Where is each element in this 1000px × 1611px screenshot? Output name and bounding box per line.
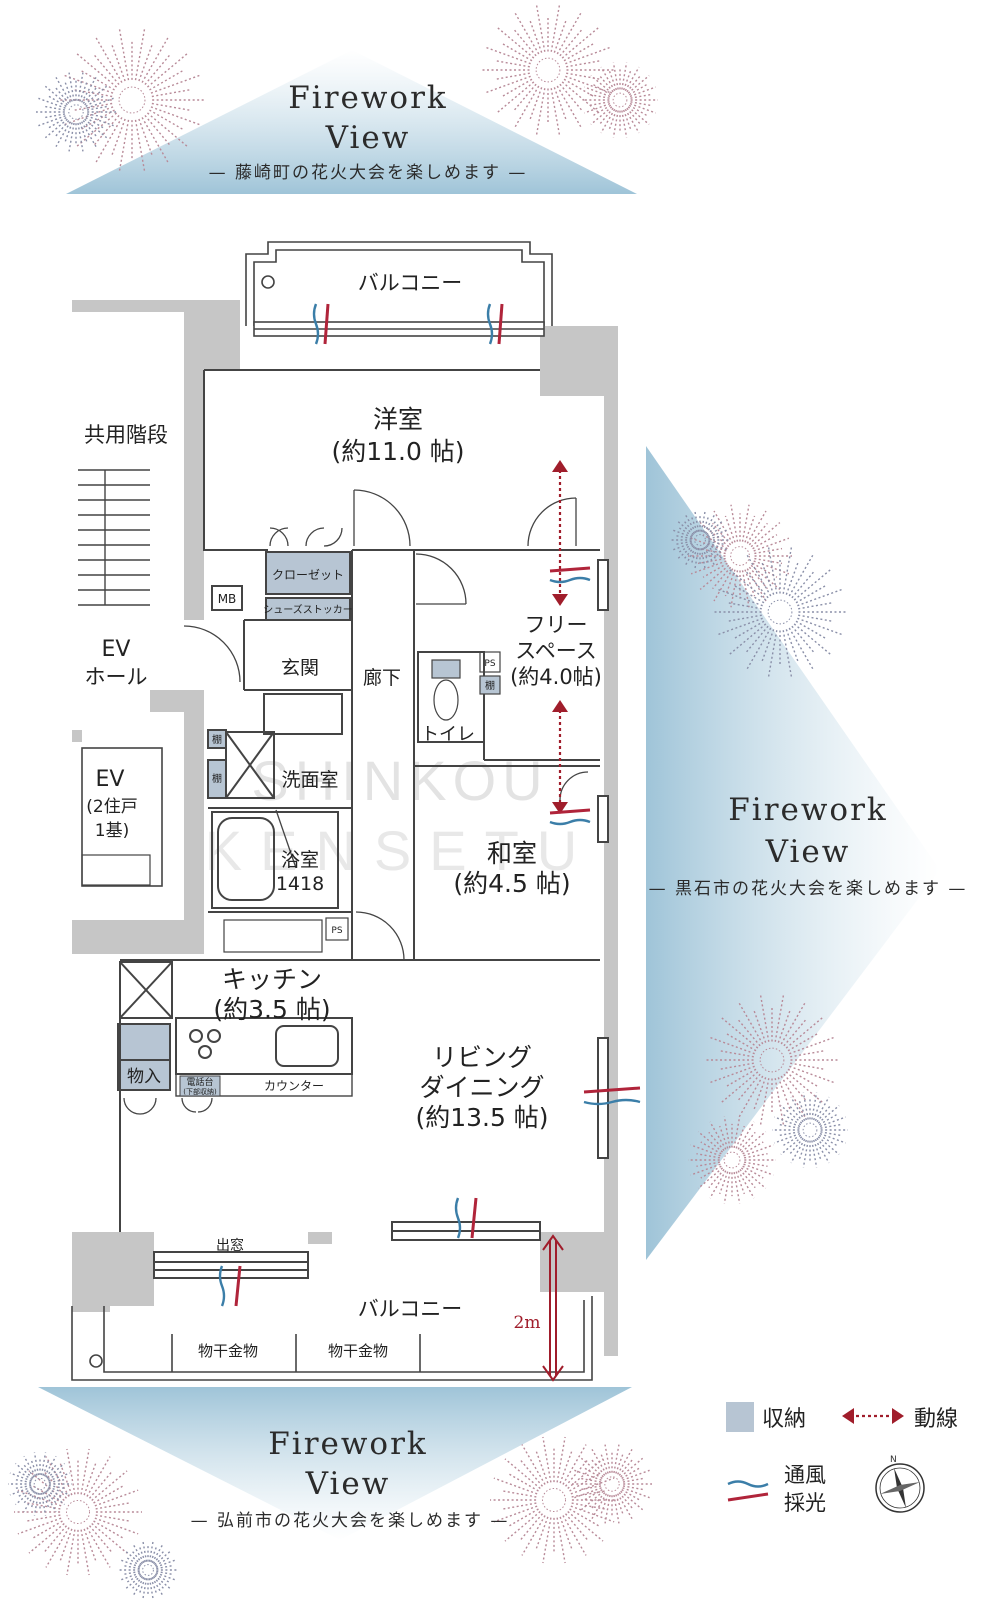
firework-burst-icon bbox=[714, 546, 846, 678]
japanese-room-name: 和室 bbox=[487, 839, 537, 868]
legend-storage-label: 収納 bbox=[762, 1407, 806, 1432]
shoes-stocker-label: シューズストッカー bbox=[263, 603, 353, 616]
svg-text:N: N bbox=[890, 1455, 897, 1465]
view-triangle-top bbox=[66, 50, 637, 194]
bottom-view-title-2: View bbox=[305, 1466, 391, 1502]
daylight-icon bbox=[727, 1492, 769, 1502]
balcony-bottom-label: バルコニー bbox=[358, 1297, 463, 1321]
legend-flow-label: 動線 bbox=[914, 1407, 958, 1432]
firework-burst-icon bbox=[688, 1116, 776, 1204]
firework-burst-icon bbox=[36, 72, 116, 152]
balcony-depth-arrow bbox=[542, 1234, 564, 1382]
kitchen-name: キッチン bbox=[222, 965, 322, 994]
right-view-subtitle: — 黒石市の花火大会を楽しめます — bbox=[649, 879, 968, 899]
balcony-depth-label: 2m bbox=[514, 1313, 541, 1333]
corridor-label: 廊下 bbox=[363, 667, 401, 689]
ev-hall-line2: ホール bbox=[85, 665, 148, 689]
firework-burst-icon bbox=[482, 4, 614, 136]
free-space-line1: フリー bbox=[525, 613, 588, 637]
right-view-title-1: Firework bbox=[728, 792, 887, 828]
balcony-bottom-outline bbox=[71, 1296, 593, 1381]
living-line1: リビング bbox=[432, 1043, 532, 1072]
firework-burst-icon bbox=[582, 62, 658, 138]
ventilation-icon bbox=[727, 1480, 769, 1488]
drying-hardware-1: 物干金物 bbox=[198, 1342, 258, 1360]
ev-line2: (2住戸 bbox=[86, 797, 137, 817]
right-view-title-2: View bbox=[765, 834, 851, 870]
storage-label: 物入 bbox=[127, 1067, 161, 1087]
firework-burst-icon bbox=[118, 1540, 178, 1600]
washroom-shelf-label: 棚 bbox=[212, 733, 222, 746]
ev-line3: 1基) bbox=[95, 821, 129, 841]
washroom-label: 洗面室 bbox=[281, 769, 338, 791]
firework-burst-icon bbox=[772, 1092, 848, 1168]
free-space-line2: スペース bbox=[515, 639, 596, 663]
living-line2: ダイニング bbox=[419, 1073, 544, 1102]
ev-line1: EV bbox=[96, 767, 125, 792]
entrance-label: 玄関 bbox=[281, 657, 319, 679]
bay-window-label: 出窓 bbox=[216, 1237, 244, 1254]
interior-walls bbox=[117, 369, 609, 1279]
legend-storage-swatch bbox=[726, 1402, 754, 1432]
firework-burst-icon bbox=[706, 994, 838, 1126]
compass-icon: N bbox=[875, 1455, 925, 1513]
toilet-label: トイレ bbox=[421, 724, 475, 745]
firework-burst-icon bbox=[572, 1444, 652, 1524]
phone-stand-line1: 電話台 bbox=[186, 1076, 213, 1088]
firework-burst-icon bbox=[670, 510, 730, 570]
top-view-title-2: View bbox=[325, 120, 411, 156]
living-size: (約13.5 帖) bbox=[415, 1103, 548, 1132]
toilet-shelf-label: 棚 bbox=[485, 679, 495, 692]
flow-arrow-icon bbox=[842, 1408, 904, 1424]
kitchen-size: (約3.5 帖) bbox=[213, 995, 330, 1024]
watermark-line2: KENSETU bbox=[205, 819, 596, 882]
bathroom-size: 1418 bbox=[276, 873, 324, 895]
toilet-ps-label: PS bbox=[484, 659, 495, 669]
drying-hardware-2: 物干金物 bbox=[328, 1342, 388, 1360]
mb-label: MB bbox=[218, 592, 237, 606]
balcony-top-label: バルコニー bbox=[358, 271, 463, 295]
top-view-subtitle: — 藤崎町の花火大会を楽しめます — bbox=[209, 163, 528, 183]
firework-burst-icon bbox=[688, 504, 792, 608]
bottom-view-title-1: Firework bbox=[268, 1426, 427, 1462]
view-triangle-bottom bbox=[38, 1387, 632, 1540]
fireworks bbox=[8, 4, 848, 1600]
counter-label: カウンター bbox=[264, 1079, 324, 1093]
vent-light-markers bbox=[218, 303, 641, 1307]
common-stairs-label: 共用階段 bbox=[84, 423, 168, 447]
legend-daylight-label: 採光 bbox=[784, 1491, 826, 1515]
western-room-name: 洋室 bbox=[373, 405, 423, 434]
western-room-size: (約11.0 帖) bbox=[331, 437, 464, 466]
kitchen-ps-label: PS bbox=[331, 926, 342, 936]
top-view-title-1: Firework bbox=[288, 80, 447, 116]
firework-burst-icon bbox=[14, 1448, 142, 1576]
free-space-size: (約4.0帖) bbox=[510, 665, 602, 689]
firework-burst-icon bbox=[8, 1452, 72, 1516]
bottom-view-subtitle: — 弘前市の花火大会を楽しめます — bbox=[191, 1511, 510, 1531]
firework-burst-icon bbox=[490, 1436, 618, 1564]
legend: 収納 動線 通風 採光 N bbox=[726, 1402, 958, 1515]
ev-hall-line1: EV bbox=[102, 637, 131, 662]
legend-ventilation-label: 通風 bbox=[784, 1463, 826, 1487]
closet-label: クローゼット bbox=[272, 568, 344, 582]
view-triangle-right bbox=[646, 446, 940, 1260]
bathroom-name: 浴室 bbox=[281, 849, 319, 871]
flow-arrowheads bbox=[552, 460, 568, 814]
phone-stand-line2: (下部収納) bbox=[183, 1087, 217, 1096]
japanese-room-size: (約4.5 帖) bbox=[453, 869, 570, 898]
washroom-shelf2-label: 棚 bbox=[212, 772, 222, 785]
